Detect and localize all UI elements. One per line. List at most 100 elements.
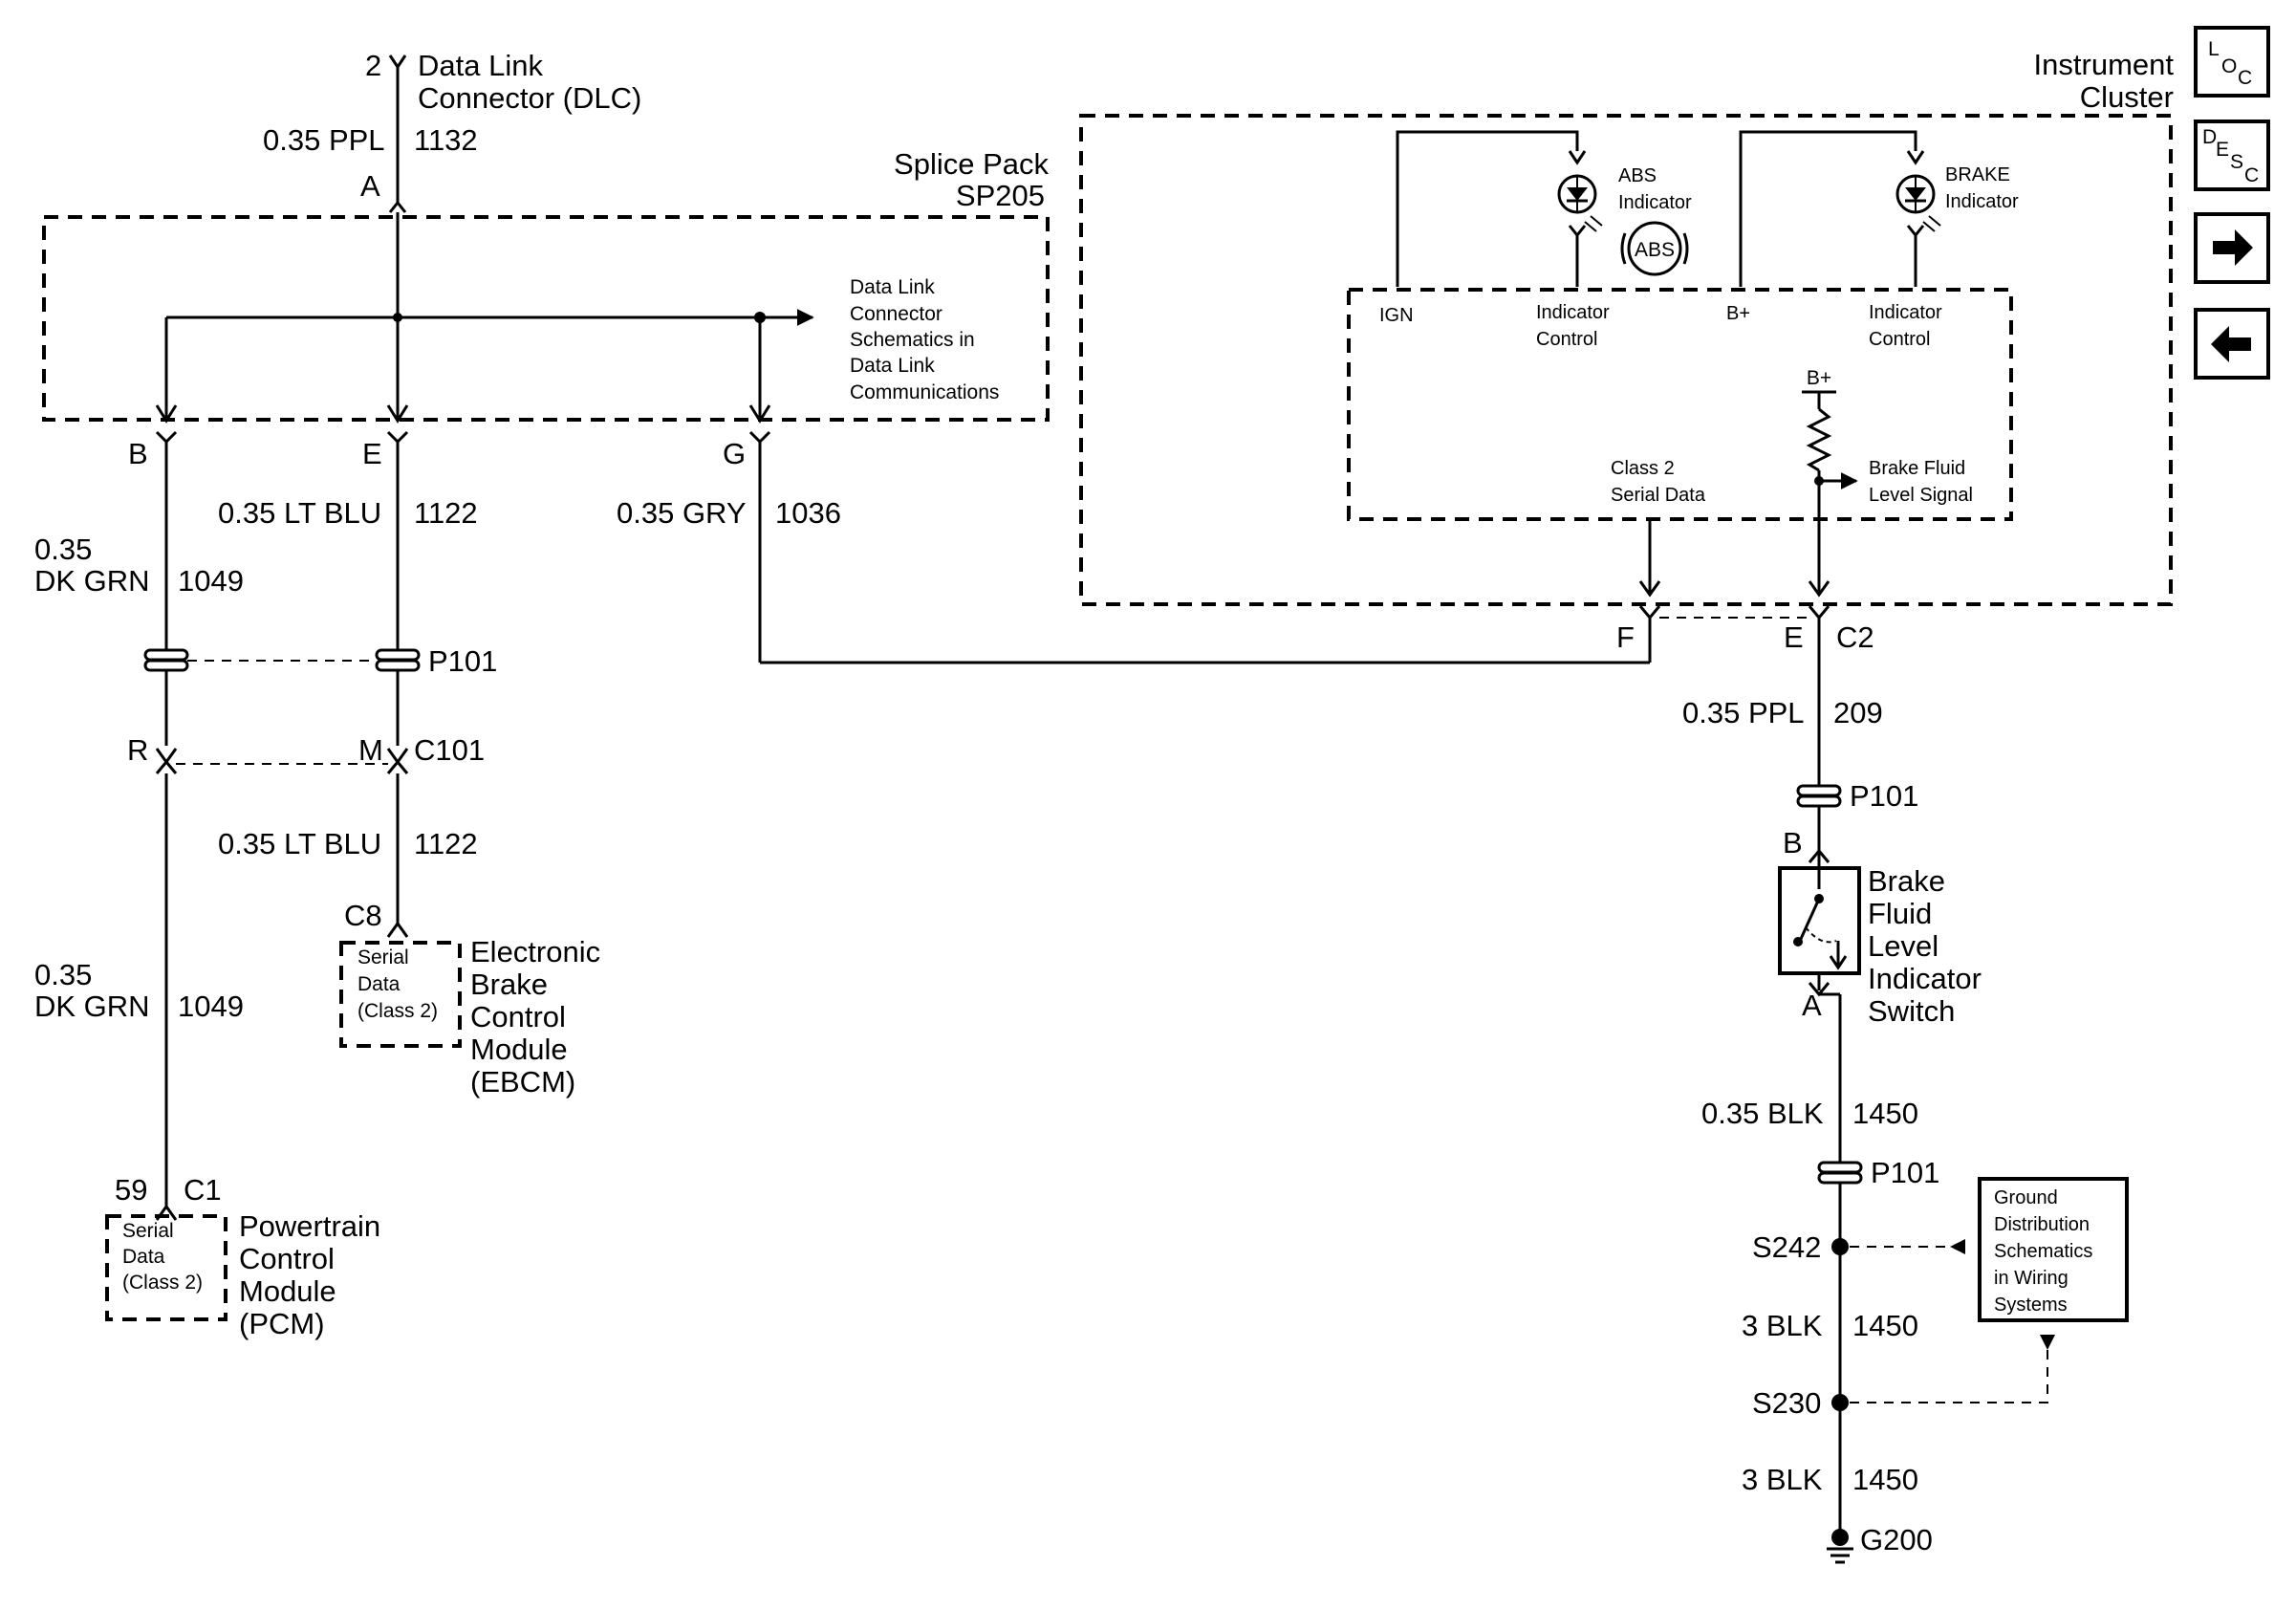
c101-pin-m: M	[358, 733, 383, 767]
circuit-1036: 0.35 GRY 1036	[617, 442, 1652, 664]
c2-pin-e: E	[1784, 620, 1804, 654]
loc-letter-c: C	[2238, 67, 2252, 89]
ebcm-name-line4: Module	[470, 1033, 568, 1066]
loc-button[interactable]: L O C	[2194, 26, 2270, 98]
ebcm-box-line1: Serial	[357, 946, 409, 968]
pcm-module: 59 C1 Serial Data (Class 2) Powertrain C…	[105, 1173, 380, 1340]
splice-pack-name: Splice Pack	[894, 147, 1049, 181]
splice-pack-sp205: Splice Pack SP205 Data Link Connector Sc…	[42, 147, 1050, 424]
class2-line1: Class 2	[1611, 458, 1675, 479]
brake-control-line1: Indicator	[1869, 302, 1942, 323]
blk-circuit-2: 1450	[1852, 1309, 1918, 1342]
splice-pin-b: B	[128, 437, 148, 470]
c2-label: C2	[1836, 620, 1874, 654]
splice-pin-e: E	[362, 437, 382, 470]
lt-blu-circuit-2: 1122	[414, 827, 478, 860]
circuit-1450: 0.35 BLK 1450 P101 S242 3 BLK 1450 S230 …	[1701, 992, 2055, 1564]
dlc-name-line1: Data Link	[418, 49, 543, 82]
circuit-209: 0.35 PPL 209 P101 B	[1682, 618, 1918, 863]
ebcm-name-line5: (EBCM)	[470, 1065, 575, 1099]
gd-ref-line3: Schematics	[1994, 1241, 2092, 1262]
desc-letter-e: E	[2216, 139, 2229, 161]
ppl-circuit: 209	[1833, 696, 1883, 729]
bfl-signal-line2: Level Signal	[1869, 485, 1973, 506]
blk-large-color-1: 3 BLK	[1742, 1309, 1823, 1342]
dlc-name-line2: Connector (DLC)	[418, 81, 641, 115]
circuit-1049: 0.35 DK GRN 1049 R 0.35 DK GRN 1049	[34, 442, 244, 1221]
splice-s230-dot	[1831, 1394, 1849, 1411]
blk-circuit-1: 1450	[1852, 1097, 1918, 1130]
ground-id: G200	[1860, 1523, 1933, 1556]
ebcm-pin: C8	[344, 899, 382, 932]
pcm-pin: 59	[115, 1173, 147, 1207]
pcm-box-line2: Data	[122, 1246, 165, 1268]
circuit-1122: 0.35 LT BLU 1122 P101 M C101 0.35 LT BLU…	[176, 442, 497, 938]
pcm-name-line2: Control	[239, 1242, 335, 1275]
switch-name-line4: Indicator	[1868, 962, 1982, 995]
dl-ref-line1: Data Link	[850, 276, 935, 298]
p101-right-1	[1796, 784, 1842, 808]
ebcm-name-line2: Brake	[470, 968, 548, 1001]
ground-distribution-reference[interactable]: Ground Distribution Schematics in Wiring…	[1978, 1177, 2129, 1322]
lt-blu-color-2: 0.35 LT BLU	[218, 827, 381, 860]
left-arrow-icon	[2211, 326, 2251, 362]
dl-ref-line5: Communications	[850, 381, 999, 403]
gd-ref-line5: Systems	[1994, 1295, 2068, 1316]
abs-indicator: ABS Indicator ABS	[1396, 130, 1692, 287]
pcm-name-line3: Module	[239, 1274, 336, 1308]
c2-connector: F E C2	[1616, 605, 1874, 654]
previous-page-button[interactable]	[2194, 308, 2270, 380]
dk-grn-circuit-1: 1049	[178, 564, 244, 598]
c2-pin-f: F	[1616, 620, 1635, 654]
dlc-wire-color: 0.35 PPL	[263, 123, 385, 157]
ebcm-name-line1: Electronic	[470, 935, 600, 968]
p101-label-1: P101	[428, 644, 497, 678]
next-page-button[interactable]	[2194, 212, 2270, 284]
switch-pin-a: A	[1802, 989, 1822, 1022]
dk-grn-color-2: DK GRN	[34, 990, 150, 1023]
p101-label-2: P101	[1850, 779, 1918, 813]
blk-large-color-2: 3 BLK	[1742, 1463, 1823, 1496]
ebcm-box-line3: (Class 2)	[357, 1000, 438, 1022]
dk-grn-circuit-2: 1049	[178, 990, 244, 1023]
data-link-reference[interactable]: Data Link Connector Schematics in Data L…	[850, 276, 999, 403]
switch-name-line1: Brake	[1868, 864, 1945, 898]
brake-label-line2: Indicator	[1945, 191, 2019, 212]
abs-symbol-text: ABS	[1635, 239, 1675, 261]
desc-letter-c: C	[2244, 164, 2259, 186]
right-arrow-icon	[2213, 229, 2253, 266]
gd-ref-line1: Ground	[1994, 1187, 2058, 1208]
brake-indicator: BRAKE Indicator	[1739, 130, 2019, 287]
splice-outputs: B E G	[128, 430, 771, 470]
splice-pin-a: A	[360, 169, 380, 203]
ground-g200: G200	[1827, 1523, 1933, 1564]
cluster-ign: IGN	[1379, 305, 1414, 326]
p101-middle	[375, 648, 421, 672]
class2-line2: Serial Data	[1611, 485, 1706, 506]
switch-pin-b: B	[1783, 826, 1803, 859]
pcm-connector: C1	[184, 1173, 222, 1207]
p101-right-2	[1817, 1161, 1863, 1185]
brake-control-line2: Control	[1869, 329, 1930, 350]
ppl-color: 0.35 PPL	[1682, 696, 1805, 729]
instrument-cluster: Instrument Cluster ABS Indicator ABS	[1079, 48, 2174, 606]
splice-s230: S230	[1752, 1386, 1821, 1420]
abs-label-line1: ABS	[1618, 165, 1657, 186]
dk-grn-color-1: DK GRN	[34, 564, 150, 598]
switch-name-line5: Switch	[1868, 994, 1955, 1028]
loc-letter-o: O	[2221, 55, 2237, 77]
lt-blu-color-1: 0.35 LT BLU	[218, 496, 381, 530]
dlc-pin-label: 2	[365, 49, 381, 82]
dk-grn-gauge-2: 0.35	[34, 958, 92, 991]
pull-up-resistor: B+ Brake Fluid Level Signal	[1802, 367, 1973, 595]
brake-fluid-level-switch: Brake Fluid Level Indicator Switch A	[1778, 862, 1982, 1028]
cluster-name-line2: Cluster	[2080, 80, 2174, 114]
pcm-box-line1: Serial	[122, 1220, 174, 1242]
splice-s242-dot	[1831, 1238, 1849, 1255]
desc-button[interactable]: D E S C	[2194, 120, 2270, 191]
switch-name-line3: Level	[1868, 929, 1939, 963]
p101-left	[143, 648, 189, 672]
splice-pin-g: G	[723, 437, 746, 470]
splice-pack-id: SP205	[956, 179, 1045, 212]
